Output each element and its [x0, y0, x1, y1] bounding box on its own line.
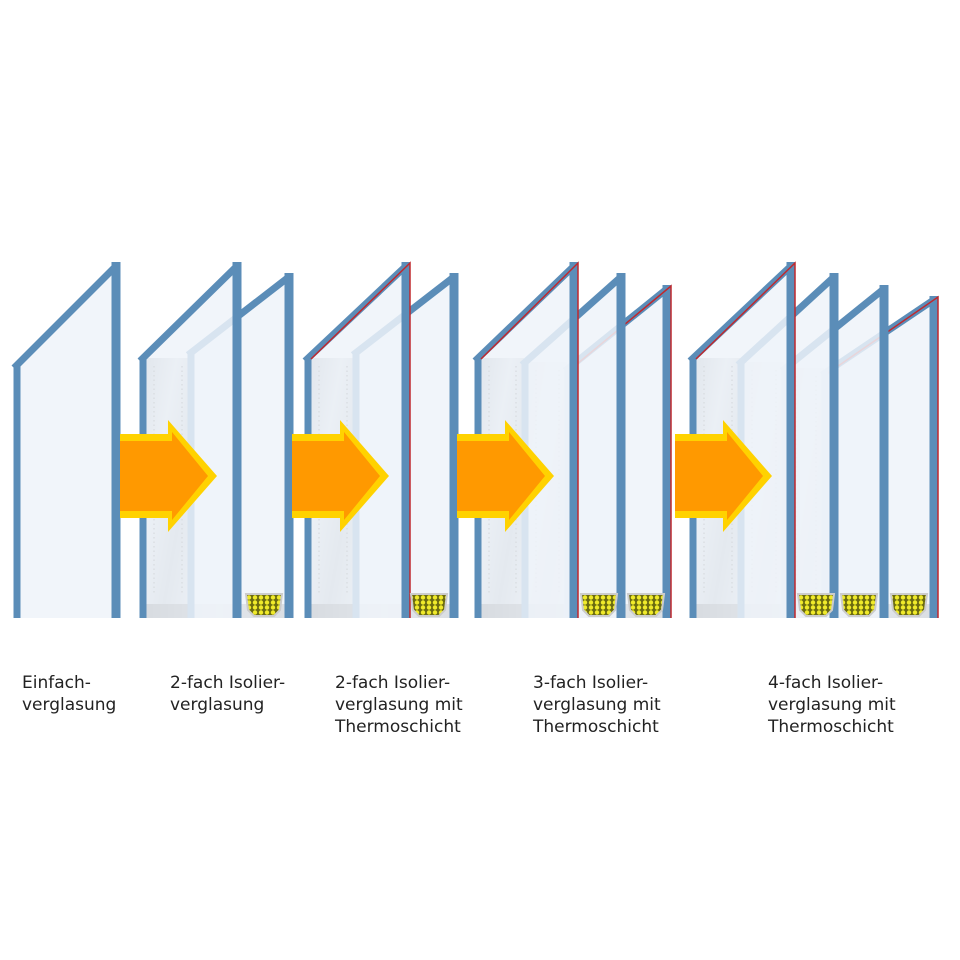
desiccant — [839, 593, 879, 617]
glass-pane — [690, 262, 792, 618]
desiccant — [244, 593, 284, 617]
label-double-glazing: 2-fach Isolier- verglasung — [170, 673, 286, 715]
glass-pane — [475, 262, 575, 618]
label-quadruple-glazing-thermo: 4-fach Isolier- verglasung mit Thermosch… — [768, 673, 896, 737]
glass-edge — [11, 262, 120, 371]
glass-edge — [302, 262, 410, 364]
label-single-glazing: Einfach- verglasung — [22, 673, 117, 715]
desiccant — [889, 593, 929, 617]
heat-arrow — [675, 432, 763, 520]
heat-arrow — [292, 432, 380, 520]
glass-edge — [472, 262, 578, 364]
thermo-coating — [310, 261, 411, 618]
desiccant — [579, 593, 619, 617]
thermo-coating — [695, 261, 796, 618]
label-double-glazing-thermo: 2-fach Isolier- verglasung mit Thermosch… — [335, 673, 463, 737]
label-triple-glazing-thermo: 3-fach Isolier- verglasung mit Thermosch… — [533, 673, 661, 737]
glass-pane — [140, 262, 238, 618]
desiccant — [626, 593, 666, 617]
heat-arrow — [120, 432, 208, 520]
heat-arrow — [457, 432, 545, 520]
desiccant — [409, 593, 449, 617]
glass-edge — [137, 262, 241, 364]
glass-pane — [14, 262, 117, 618]
glass-edge — [687, 262, 795, 364]
desiccant — [796, 593, 836, 617]
thermo-coating — [480, 261, 579, 618]
